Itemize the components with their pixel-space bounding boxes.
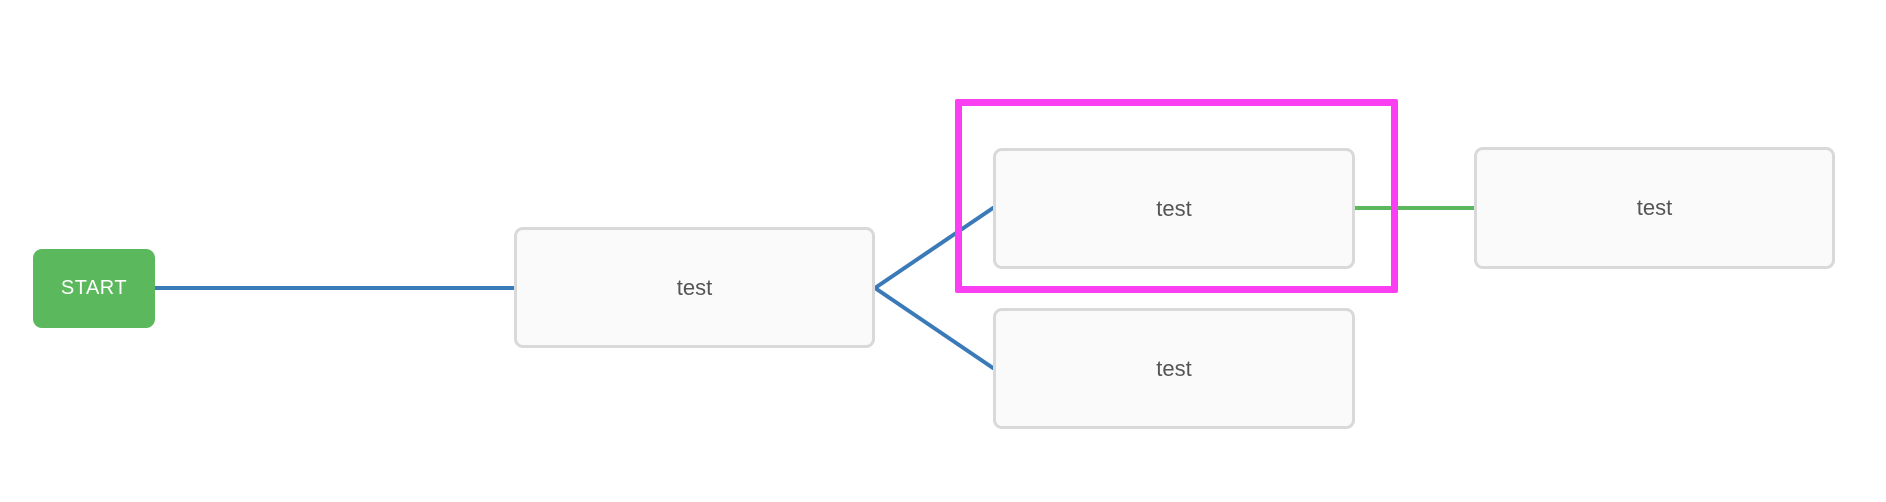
flow-node-2-selected[interactable]: test bbox=[993, 148, 1355, 269]
flow-node-4[interactable]: test bbox=[1474, 147, 1835, 269]
edge-n1-to-n3[interactable] bbox=[873, 286, 995, 370]
flow-node-3-label: test bbox=[1156, 355, 1192, 381]
start-node[interactable]: START bbox=[33, 249, 155, 328]
flow-node-4-label: test bbox=[1636, 195, 1673, 220]
flow-node-1[interactable]: test bbox=[514, 227, 875, 348]
flow-node-2-label: test bbox=[1156, 195, 1192, 221]
flow-node-1-label: test bbox=[676, 274, 713, 300]
flow-node-3[interactable]: test bbox=[993, 308, 1355, 429]
start-node-label: START bbox=[60, 277, 128, 299]
edge-n1-to-n2[interactable] bbox=[873, 206, 995, 290]
